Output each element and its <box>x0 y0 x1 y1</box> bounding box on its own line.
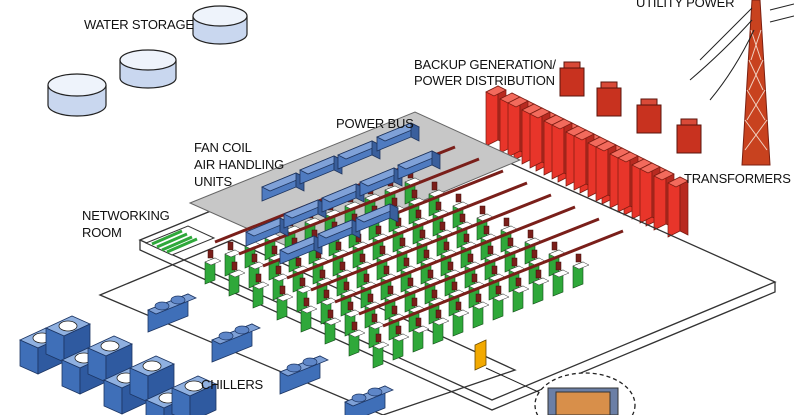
power-bus-line <box>358 217 600 316</box>
label-room: ROOM <box>82 225 122 240</box>
chiller-icon <box>344 385 394 420</box>
power-bus-line <box>286 181 528 280</box>
tank-icon <box>119 49 177 89</box>
power-bus-line <box>334 205 576 304</box>
rack-icon <box>392 325 410 361</box>
label-units: UNITS <box>194 174 233 189</box>
rack-icon <box>228 261 246 297</box>
cooling-tower-icon <box>87 335 133 383</box>
rack-icon <box>532 269 550 305</box>
label-power-bus: POWER BUS <box>336 116 414 131</box>
rack-icon <box>452 301 470 337</box>
ahu-icon <box>355 203 399 233</box>
rack-icon <box>472 293 490 329</box>
water-storage-tanks <box>47 5 248 117</box>
rack-icon <box>276 285 294 321</box>
rack-icon <box>572 253 590 289</box>
rack-icon <box>300 297 318 333</box>
rack-icon <box>348 321 366 357</box>
fan-icon <box>184 380 204 392</box>
label-backup-generation: BACKUP GENERATION/ <box>414 57 556 72</box>
rack-icon <box>432 309 450 345</box>
fan-icon <box>142 360 162 372</box>
label-utility-power: UTILITY POWER <box>636 0 735 10</box>
power-bus-line <box>310 193 552 292</box>
ahu-icon <box>376 122 420 152</box>
power-bus-line <box>382 229 624 328</box>
label-transformers: TRANSFORMERS <box>684 171 791 186</box>
chiller-icon <box>211 323 261 363</box>
networking-room <box>144 225 216 256</box>
rack-icon <box>412 317 430 353</box>
tower-icon <box>689 0 794 166</box>
label-chillers: CHILLERS <box>201 377 263 392</box>
transformer-icon <box>636 98 662 134</box>
highlighted-rack <box>474 339 546 396</box>
tank-icon <box>192 5 248 45</box>
chiller-icon <box>147 293 197 333</box>
label-networking: NETWORKING <box>82 208 170 223</box>
rack-icon <box>492 285 510 321</box>
tank-icon <box>47 73 107 117</box>
backup-generators <box>485 85 689 238</box>
cooling-towers <box>19 315 217 420</box>
air-handling-units <box>245 122 441 265</box>
chillers <box>147 293 394 420</box>
transformers <box>559 61 702 154</box>
rack-icon <box>552 261 570 297</box>
rack-icon <box>372 333 390 369</box>
ahu-icon <box>283 199 327 229</box>
fan-icon <box>58 320 78 332</box>
cooling-tower-icon <box>171 375 217 420</box>
fan-icon <box>100 340 120 352</box>
rack-icon <box>324 309 342 345</box>
power-bus-line <box>238 157 480 256</box>
label-fan-coil: FAN COIL <box>194 140 252 155</box>
label-air-handling: AIR HANDLING <box>194 157 285 172</box>
magnifier-icon <box>534 372 636 420</box>
transformer-icon <box>676 118 702 154</box>
label-water-storage: WATER STORAGE <box>84 17 194 32</box>
rack-icon <box>252 273 270 309</box>
label-power-distribution: POWER DISTRIBUTION <box>414 73 555 88</box>
ahu-icon <box>397 150 441 180</box>
rack-icon <box>204 249 222 285</box>
generator-icon <box>667 176 689 238</box>
transformer-icon <box>559 61 585 97</box>
rack-icon <box>512 277 530 313</box>
chiller-icon <box>279 355 329 395</box>
transformer-icon <box>596 81 622 117</box>
